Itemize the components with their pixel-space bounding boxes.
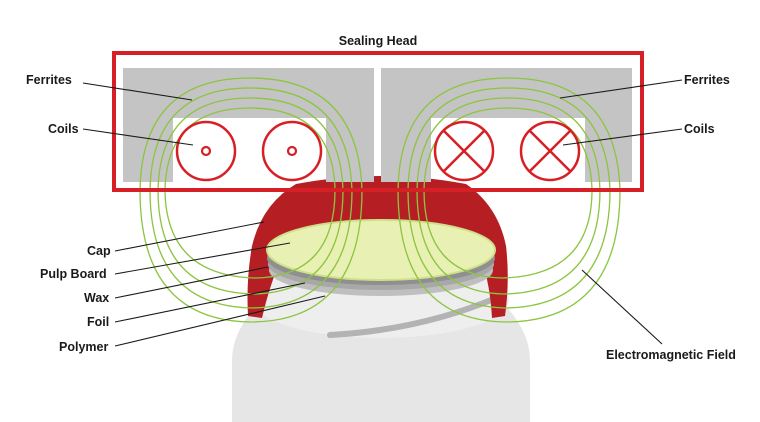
label-ferrites-left: Ferrites: [26, 73, 72, 87]
ferrite-right: [381, 68, 632, 182]
diagram-title: Sealing Head: [339, 34, 418, 48]
label-polymer: Polymer: [59, 340, 108, 354]
ferrite-left: [123, 68, 374, 182]
field-lines-left: [139, 77, 363, 323]
field-lines-right: [397, 77, 621, 323]
label-cap: Cap: [87, 244, 111, 258]
sealing-head-frame: [112, 51, 644, 192]
label-electromagnetic-field: Electromagnetic Field: [606, 348, 736, 362]
leader-lines: [82, 79, 683, 347]
label-coils-left: Coils: [48, 122, 79, 136]
coil-cross-2: [519, 120, 581, 182]
label-ferrites-right: Ferrites: [684, 73, 730, 87]
coil-cross-1: [433, 120, 495, 182]
label-wax: Wax: [84, 291, 109, 305]
coil-dot-2: [261, 120, 323, 182]
coil-dot-1: [175, 120, 237, 182]
label-pulp-board: Pulp Board: [40, 267, 107, 281]
label-coils-right: Coils: [684, 122, 715, 136]
label-foil: Foil: [87, 315, 109, 329]
pulp-board-edge: [266, 219, 496, 281]
